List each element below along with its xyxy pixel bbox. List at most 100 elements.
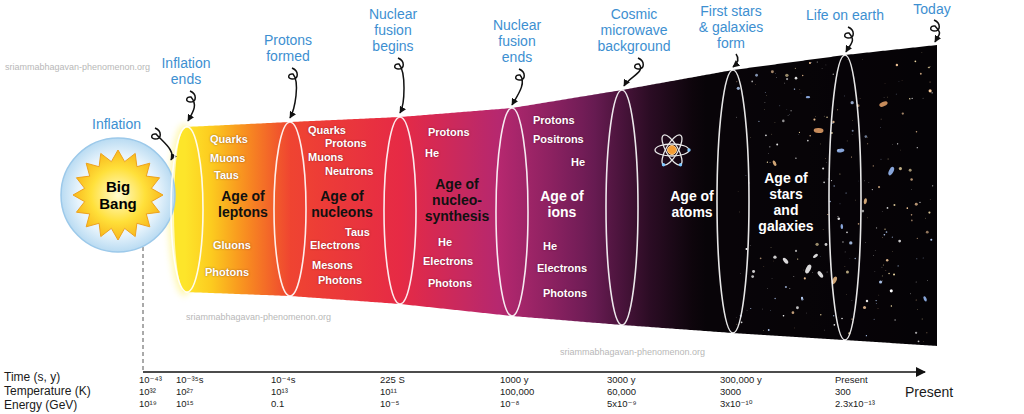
- star-dot: [886, 259, 888, 261]
- star-dot: [893, 204, 895, 206]
- axis-title: Time (s, y): [4, 371, 60, 384]
- axis-value: 10¹¹: [380, 386, 397, 397]
- star-dot: [867, 217, 869, 219]
- axis-value: 100,000: [500, 386, 534, 397]
- star-dot: [796, 306, 799, 309]
- star-dot: [735, 317, 737, 319]
- star-dot: [846, 270, 849, 273]
- star-dot: [921, 318, 923, 320]
- star-dot: [754, 84, 756, 86]
- axis-value: 10³²: [139, 386, 156, 397]
- star-dot: [811, 62, 813, 64]
- star-dot: [794, 327, 796, 329]
- axis-value: 60,000: [607, 386, 636, 397]
- star-dot: [910, 178, 913, 181]
- axis-value: 0.1: [271, 398, 284, 409]
- star-dot: [770, 247, 772, 249]
- star-dot: [789, 288, 791, 290]
- star-dot: [892, 237, 893, 238]
- star-dot: [736, 81, 738, 83]
- galaxy-field: [736, 52, 933, 342]
- star-dot: [891, 305, 892, 306]
- star-dot: [863, 306, 866, 309]
- era-boundary: [274, 122, 306, 296]
- star-dot: [773, 256, 776, 259]
- star-dot: [842, 241, 843, 242]
- callout-label: Life on earth: [806, 7, 884, 23]
- star-dot: [809, 62, 811, 64]
- star-dot: [846, 59, 848, 61]
- star-dot: [741, 321, 743, 323]
- leader-arrow: [931, 20, 940, 42]
- star-dot: [910, 98, 912, 100]
- band-shape: [400, 108, 513, 316]
- star-dot: [767, 162, 768, 163]
- star-dot: [883, 97, 885, 99]
- band-shape: [290, 117, 401, 304]
- star-dot: [887, 96, 889, 98]
- star-dot: [881, 275, 883, 277]
- star-dot: [898, 265, 899, 266]
- star-dot: [767, 153, 769, 155]
- star-dot: [852, 130, 854, 132]
- particle-name: Protons: [428, 126, 470, 139]
- axis-title: Energy (GeV): [4, 399, 77, 412]
- star-dot: [888, 273, 890, 275]
- star-dot: [745, 175, 747, 177]
- star-dot: [891, 251, 893, 253]
- axis-value: 10²⁷: [176, 386, 193, 397]
- particle-name: Protons: [325, 137, 367, 150]
- star-dot: [771, 278, 773, 280]
- star-dot: [739, 211, 741, 213]
- star-dot: [804, 277, 806, 279]
- axis-value: 10¹⁹: [139, 398, 157, 409]
- star-dot: [930, 66, 932, 68]
- star-dot: [886, 231, 888, 233]
- star-dot: [915, 281, 917, 283]
- atom-icon: [655, 132, 691, 167]
- galaxy: [817, 270, 825, 278]
- star-dot: [882, 280, 884, 282]
- leader-arrow: [845, 27, 854, 52]
- star-dot: [774, 298, 775, 299]
- star-dot: [833, 74, 834, 75]
- particle-name: Photons: [543, 287, 587, 300]
- callout-label: Inflation ends: [155, 55, 217, 87]
- star-dot: [862, 59, 864, 61]
- star-dot: [866, 300, 868, 302]
- star-dot: [827, 178, 829, 180]
- star-dot: [928, 211, 930, 213]
- star-dot: [826, 161, 828, 163]
- particle-name: Positrons: [533, 133, 584, 146]
- particle-name: Muons: [210, 152, 245, 165]
- star-dot: [864, 180, 866, 182]
- star-dot: [764, 92, 766, 94]
- star-dot: [884, 234, 886, 236]
- era-title: Age of nucleons: [303, 188, 381, 220]
- star-dot: [817, 62, 818, 63]
- star-dot: [775, 72, 777, 74]
- particle-name: Neutrons: [325, 165, 373, 178]
- star-dot: [824, 329, 826, 331]
- star-dot: [926, 332, 927, 333]
- star-dot: [927, 279, 929, 281]
- galaxy: [831, 276, 838, 285]
- particle-name: Muons: [308, 151, 343, 164]
- band-shape: [185, 122, 291, 296]
- star-dot: [832, 121, 834, 123]
- star-dot: [795, 68, 796, 69]
- star-dot: [902, 112, 904, 114]
- star-dot: [799, 89, 801, 91]
- star-dot: [746, 248, 748, 250]
- watermark: sriammabhagavan-phenomenon.org: [186, 312, 331, 323]
- star-dot: [789, 114, 791, 116]
- star-dot: [751, 81, 753, 83]
- star-dot: [885, 270, 887, 272]
- star-dot: [880, 118, 882, 120]
- leader-arrow: [624, 58, 643, 86]
- axis-title: Temperature (K): [4, 385, 91, 398]
- star-dot: [809, 135, 811, 137]
- star-dot: [795, 77, 798, 80]
- star-dot: [786, 78, 788, 80]
- star-dot: [764, 102, 766, 104]
